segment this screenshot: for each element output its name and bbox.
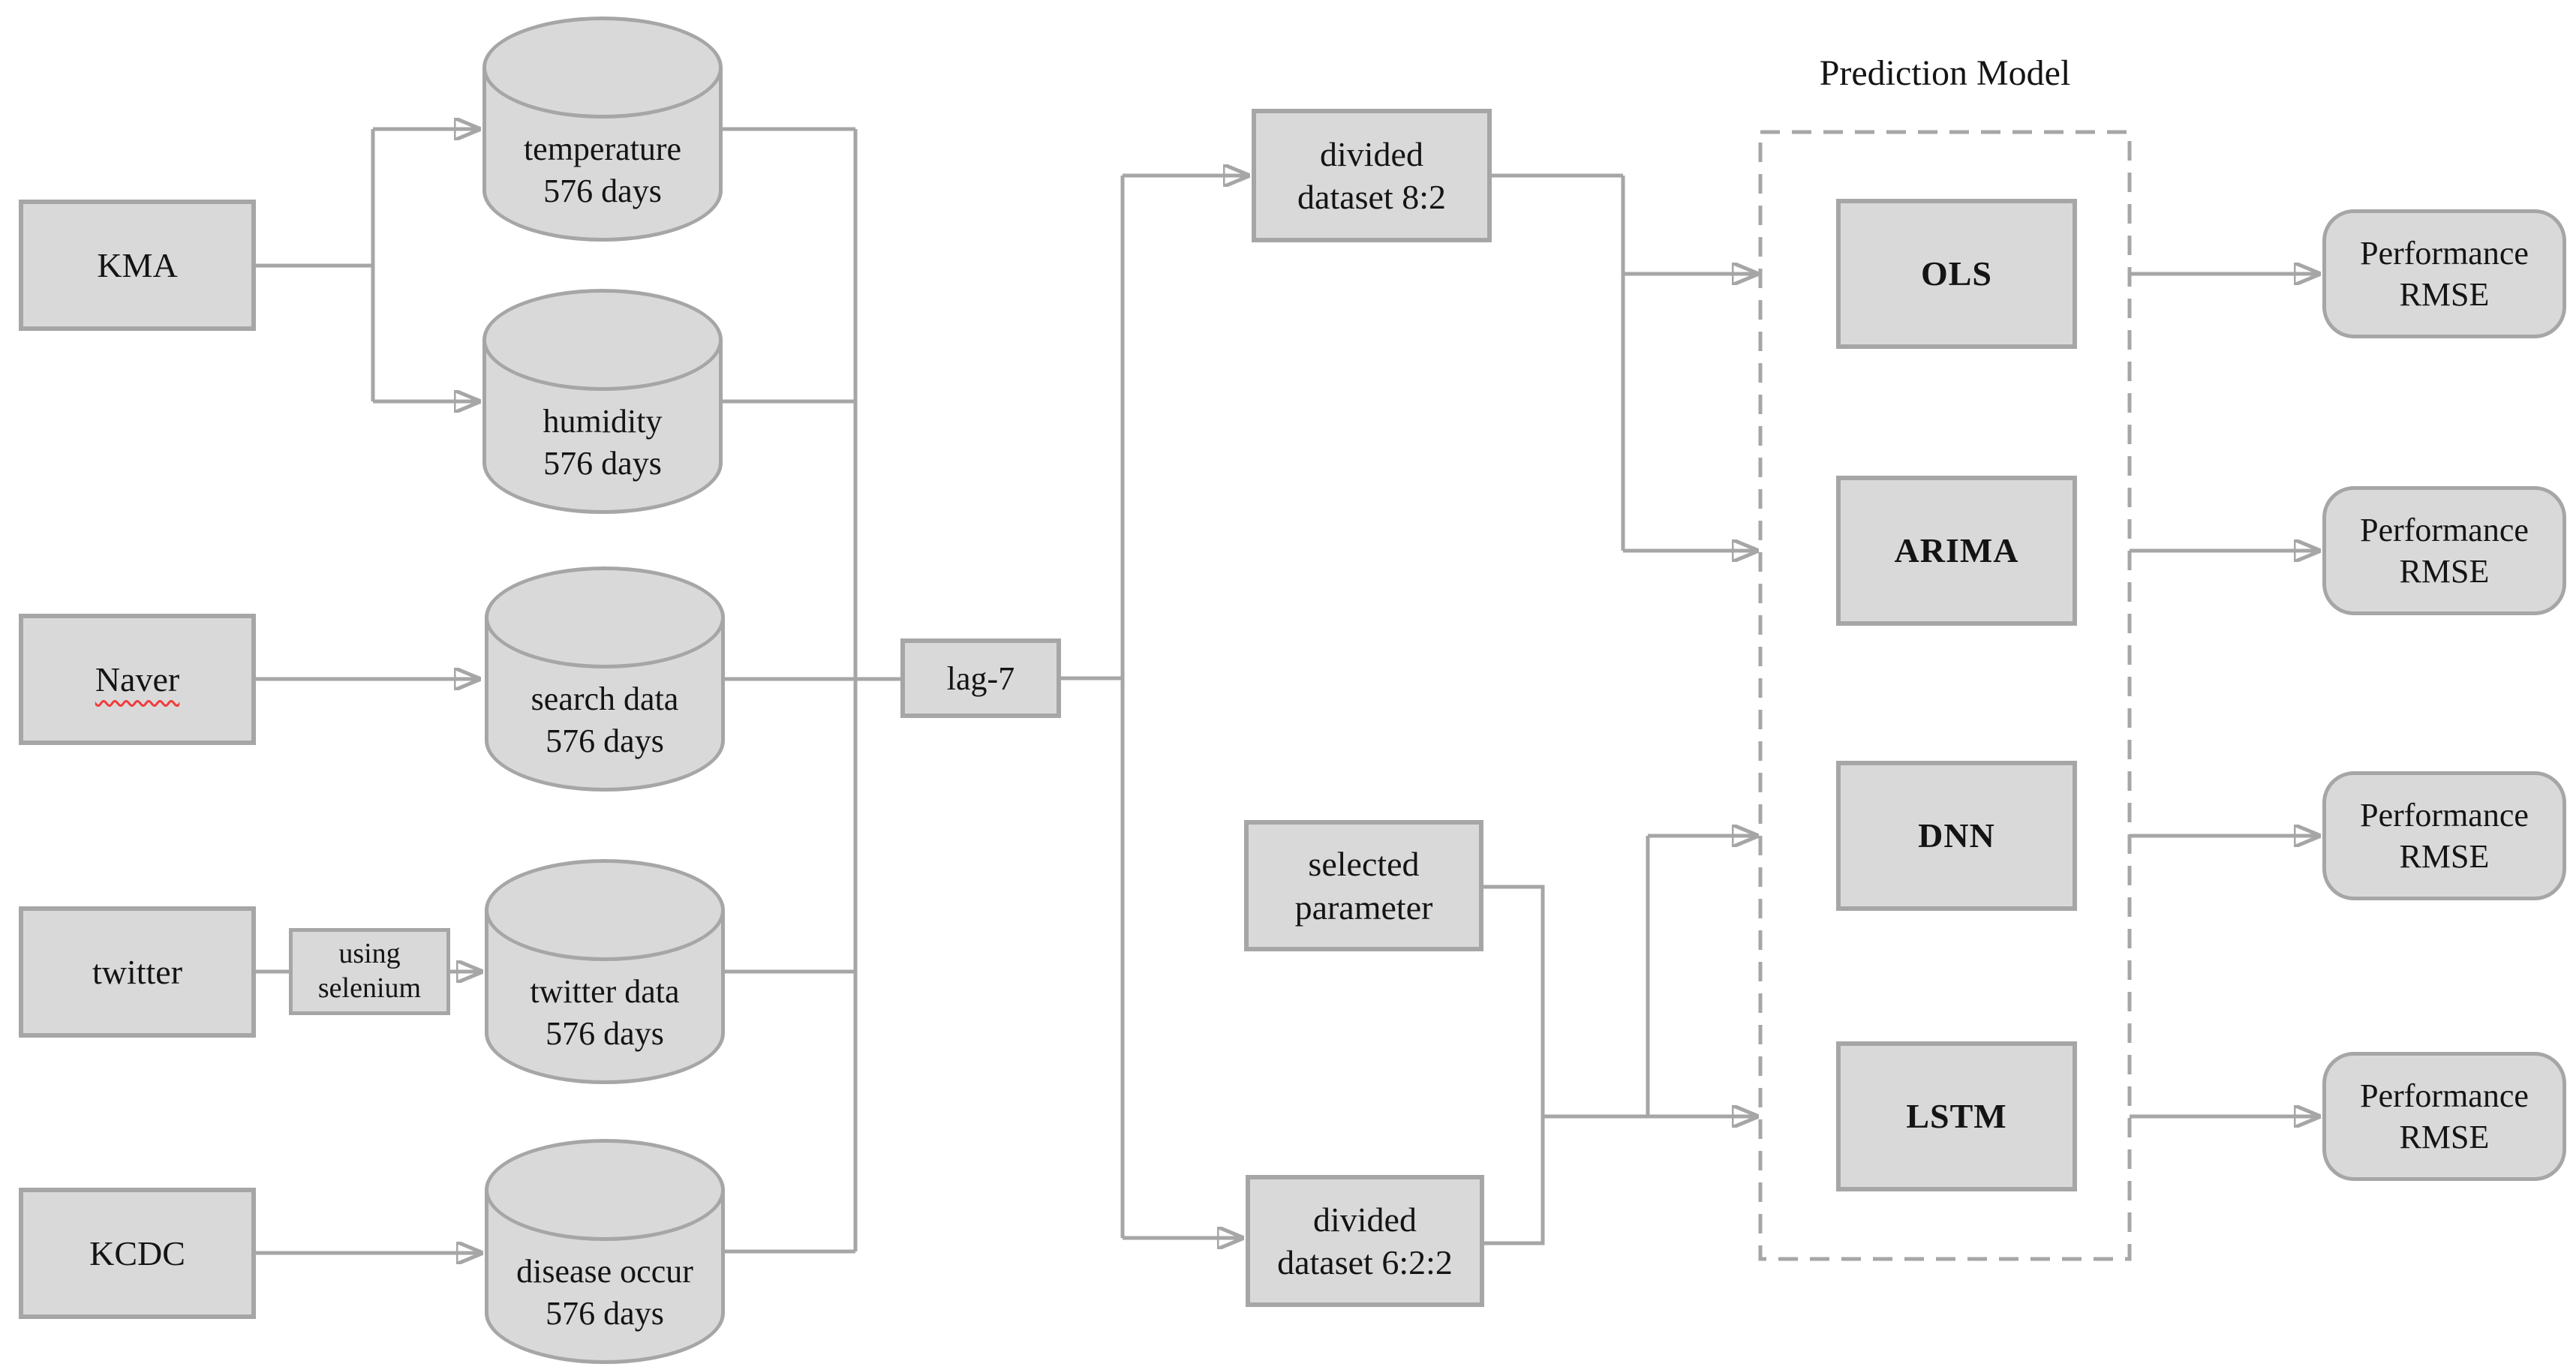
performance-label: Performance xyxy=(2360,797,2529,834)
datastore-temperature-days: 576 days xyxy=(543,173,662,209)
datastore-searchdata: search data 576 days xyxy=(485,566,725,792)
prediction-model-dashed-border xyxy=(1758,130,2132,1261)
process-lag7: lag-7 xyxy=(900,638,1061,718)
process-using-selenium: using selenium xyxy=(289,928,450,1015)
dataset-divided-82: divided dataset 8:2 xyxy=(1252,109,1492,242)
edge-datastore-bus xyxy=(723,127,900,1254)
datastore-twitterdata: twitter data 576 days xyxy=(485,859,725,1084)
selected-parameter-line2: parameter xyxy=(1294,888,1433,927)
selected-parameter-line1: selected xyxy=(1308,845,1420,883)
performance-rmse-ols: Performance RMSE xyxy=(2322,209,2566,338)
dataset622-line1: divided xyxy=(1313,1200,1417,1239)
source-kma: KMA xyxy=(19,200,256,331)
using-selenium-line1: using xyxy=(338,938,401,970)
datastore-searchdata-days: 576 days xyxy=(546,723,664,759)
cylinder-top-ellipse xyxy=(482,289,723,391)
model-arima: ARIMA xyxy=(1836,476,2077,626)
model-dnn: DNN xyxy=(1836,761,2077,911)
prediction-model-title: Prediction Model xyxy=(1819,53,2071,93)
source-kcdc-label: KCDC xyxy=(89,1233,185,1272)
edge-lag-split xyxy=(1061,176,1125,1238)
edge-parameter-merge xyxy=(1483,836,1650,1245)
datastore-searchdata-label: search data xyxy=(531,680,679,717)
datastore-temperature: temperature 576 days xyxy=(482,17,723,242)
model-lstm-label: LSTM xyxy=(1906,1097,2007,1136)
model-ols: OLS xyxy=(1836,199,2077,349)
source-kma-label: KMA xyxy=(97,245,178,284)
model-ols-label: OLS xyxy=(1920,254,1993,293)
rmse-label: RMSE xyxy=(2399,1119,2490,1155)
cylinder-top-ellipse xyxy=(485,1139,725,1241)
performance-label: Performance xyxy=(2360,1077,2529,1114)
rmse-label: RMSE xyxy=(2399,276,2490,313)
performance-label: Performance xyxy=(2360,512,2529,548)
performance-rmse-dnn: Performance RMSE xyxy=(2322,771,2566,900)
dataset82-line2: dataset 8:2 xyxy=(1297,178,1446,216)
source-kcdc: KCDC xyxy=(19,1188,256,1319)
performance-rmse-arima: Performance RMSE xyxy=(2322,486,2566,615)
datastore-humidity-label: humidity xyxy=(543,402,663,440)
model-dnn-label: DNN xyxy=(1918,816,1995,855)
datastore-humidity-days: 576 days xyxy=(543,445,662,482)
rmse-label: RMSE xyxy=(2399,553,2490,590)
datastore-twitterdata-days: 576 days xyxy=(546,1015,664,1052)
dataset-divided-622: divided dataset 6:2:2 xyxy=(1246,1175,1484,1307)
rmse-label: RMSE xyxy=(2399,838,2490,875)
cylinder-top-ellipse xyxy=(482,17,723,119)
edge-kma-split xyxy=(256,129,375,401)
model-arima-label: ARIMA xyxy=(1894,531,2019,570)
model-lstm: LSTM xyxy=(1836,1041,2077,1191)
dataset622-line2: dataset 6:2:2 xyxy=(1277,1243,1453,1281)
dataset82-line1: divided xyxy=(1320,134,1423,173)
performance-label: Performance xyxy=(2360,235,2529,272)
datastore-temperature-label: temperature xyxy=(523,130,682,167)
lag7-label: lag-7 xyxy=(946,659,1015,697)
performance-rmse-lstm: Performance RMSE xyxy=(2322,1052,2566,1181)
datastore-diseaseoccur-days: 576 days xyxy=(546,1295,664,1332)
source-twitter: twitter xyxy=(19,906,256,1038)
source-naver-label: Naver xyxy=(95,659,180,699)
datastore-humidity: humidity 576 days xyxy=(482,289,723,514)
datastore-diseaseoccur: disease occur 576 days xyxy=(485,1139,725,1364)
cylinder-top-ellipse xyxy=(485,859,725,961)
cylinder-top-ellipse xyxy=(485,566,725,668)
datastore-diseaseoccur-label: disease occur xyxy=(516,1252,693,1290)
source-naver: Naver xyxy=(19,614,256,745)
using-selenium-line2: selenium xyxy=(317,972,422,1004)
source-twitter-label: twitter xyxy=(92,952,183,991)
dataset-selected-parameter: selected parameter xyxy=(1244,820,1483,951)
datastore-twitterdata-label: twitter data xyxy=(530,972,680,1010)
edge-dataset82-split xyxy=(1492,173,1625,551)
